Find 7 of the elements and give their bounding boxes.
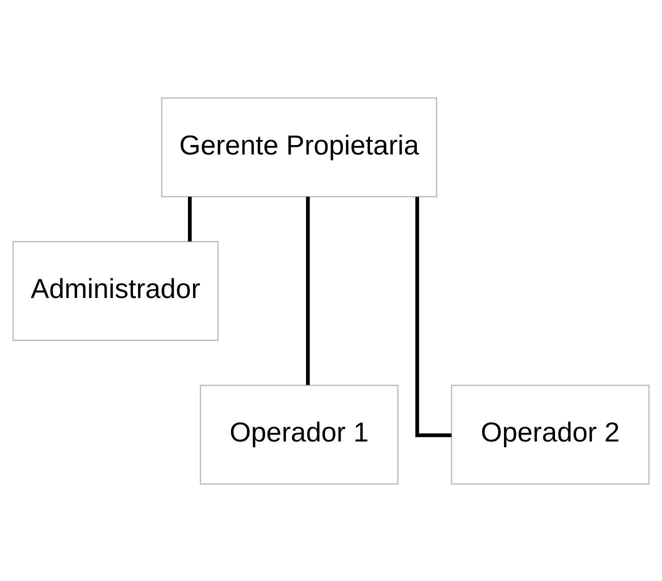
node-box: Administrador <box>12 240 219 340</box>
connector <box>306 196 310 384</box>
connector <box>415 196 452 437</box>
connector <box>188 196 192 241</box>
node-box: Gerente Propietaria <box>161 96 438 197</box>
node-box: Operador 1 <box>200 384 398 484</box>
node-box: Operador 2 <box>450 384 650 484</box>
